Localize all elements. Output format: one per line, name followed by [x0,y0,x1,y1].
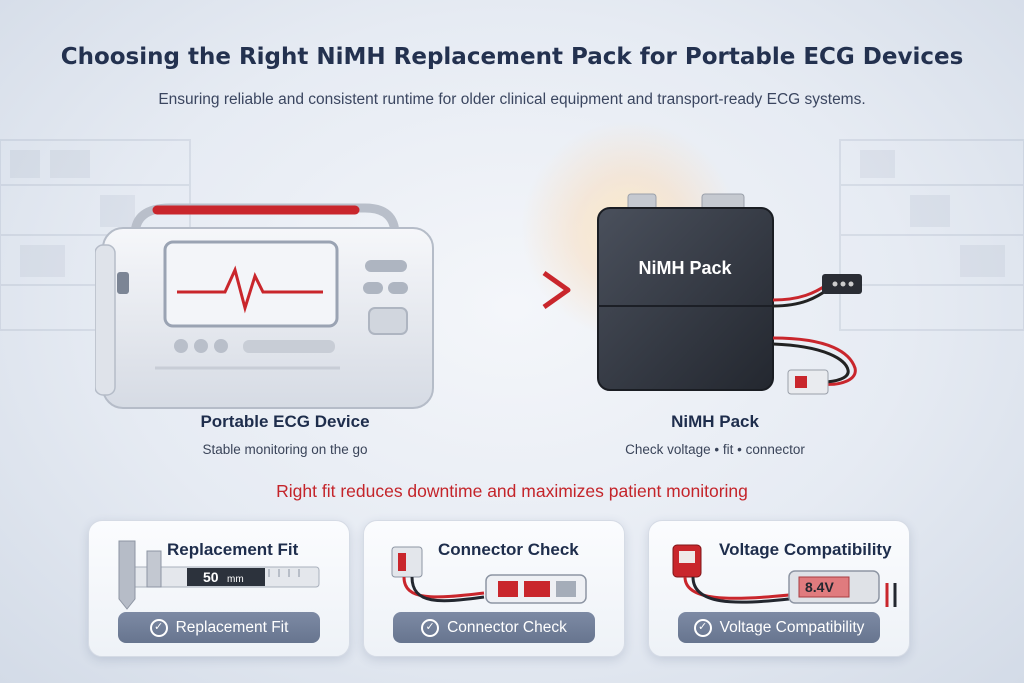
card-title: Replacement Fit [167,540,299,559]
voltmeter-readout: 8.4V [805,579,834,595]
pack-body-label: NiMH Pack [638,258,732,278]
card-replacement-fit: 50 mm Replacement Fit ✓ Replacement Fit [88,520,350,657]
arrow-right-icon [430,270,571,310]
caliper-readout: 50 [203,569,219,585]
connector-icon [391,546,587,604]
tagline: Right fit reduces downtime and maximizes… [276,481,748,501]
connector-check-button[interactable]: ✓ Connector Check [393,612,595,643]
page-subtitle: Ensuring reliable and consistent runtime… [158,91,866,108]
caliper-icon: 50 mm [118,540,320,610]
caliper-unit: mm [227,574,244,585]
card-title: Voltage Compatibility [719,540,892,559]
pill-label: Replacement Fit [175,618,289,636]
card-connector-check: Connector Check ✓ Connector Check [363,520,625,657]
voltage-compatibility-button[interactable]: ✓ Voltage Compatibility [678,612,880,643]
card-voltage-compatibility: 8.4V Voltage Compatibility ✓ Voltage Com… [648,520,910,657]
check-circle-icon: ✓ [693,618,712,637]
pack-caption: Check voltage • fit • connector [625,442,805,457]
ecg-device-illustration [95,203,434,409]
card-title: Connector Check [438,540,579,559]
voltmeter-icon: 8.4V [672,544,897,607]
device-caption: Stable monitoring on the go [202,442,368,457]
replacement-fit-button[interactable]: ✓ Replacement Fit [118,612,320,643]
pill-label: Connector Check [447,618,567,636]
device-name: Portable ECG Device [200,412,370,431]
nimh-pack-illustration [597,193,862,395]
check-circle-icon: ✓ [421,618,440,637]
pill-label: Voltage Compatibility [719,618,865,636]
page-title: Choosing the Right NiMH Replacement Pack… [60,44,964,70]
ecg-waveform-icon [177,265,323,314]
check-circle-icon: ✓ [149,618,168,637]
pack-name: NiMH Pack [671,412,759,431]
